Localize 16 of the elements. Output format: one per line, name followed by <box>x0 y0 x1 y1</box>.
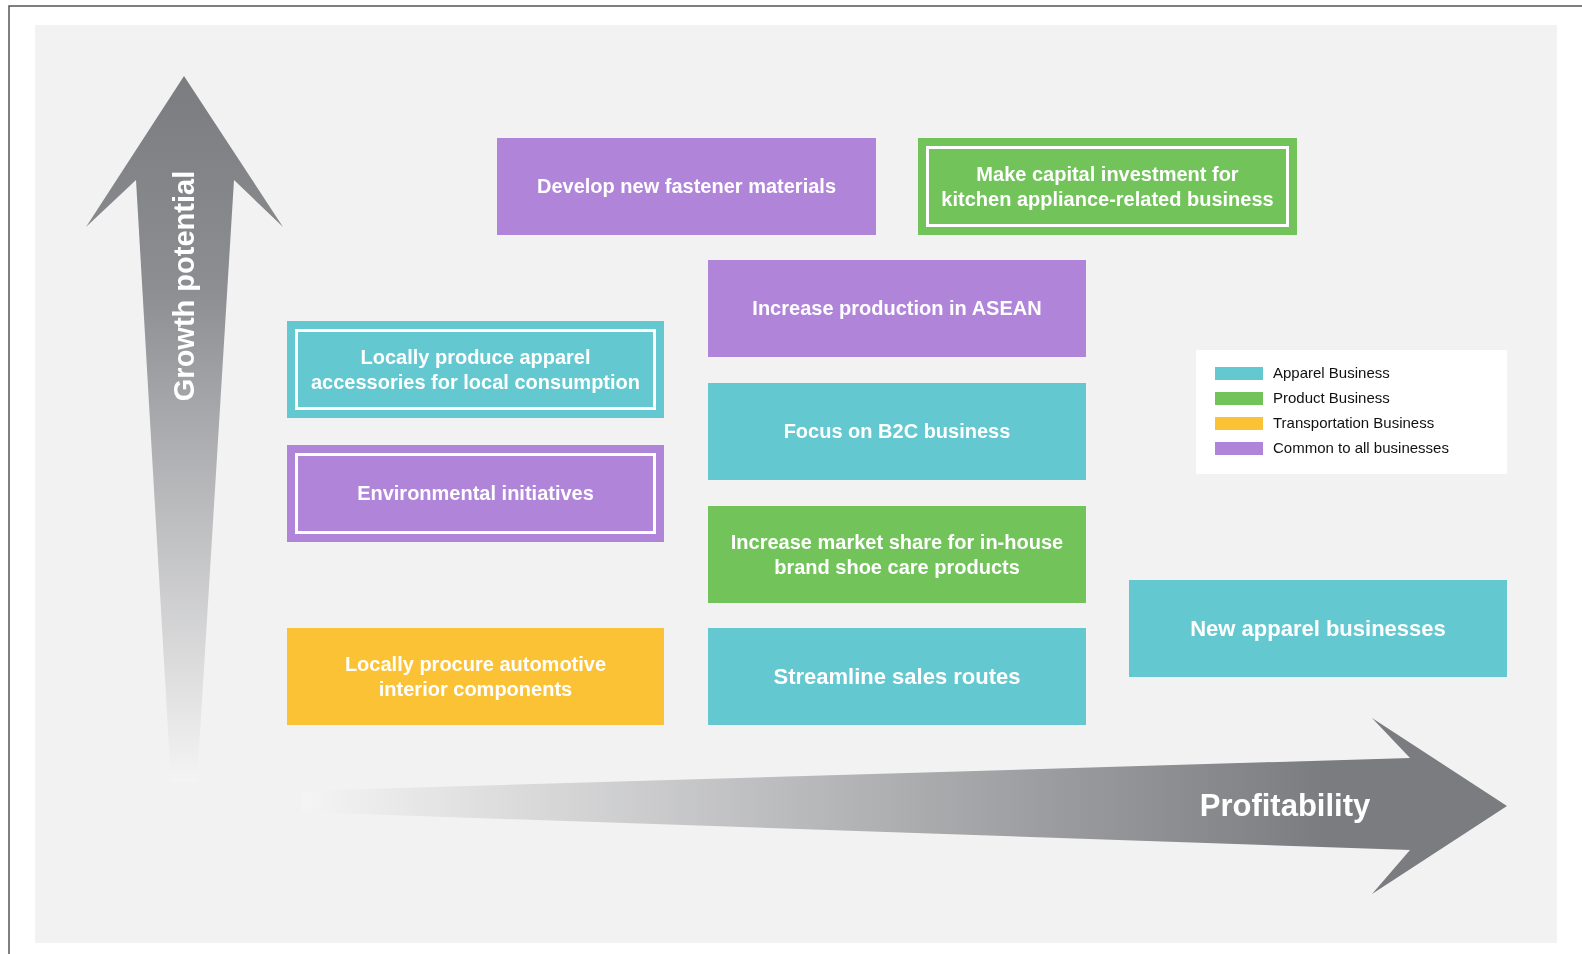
initiative-box: Make capital investment for kitchen appliance-related business <box>918 138 1297 235</box>
axis-label: Growth potential <box>167 170 201 402</box>
legend-text: Product Business <box>1273 389 1390 406</box>
initiative-box: Focus on B2C business <box>708 383 1086 480</box>
initiative-box: Increase market share for in-house brand shoe care products <box>708 506 1086 603</box>
initiative-box: Streamline sales routes <box>708 628 1086 725</box>
initiative-box: Locally procure automotive interior components <box>287 628 664 725</box>
legend-text: Common to all businesses <box>1273 439 1449 456</box>
axis-label: Profitability <box>1199 788 1371 824</box>
initiative-box: Increase production in ASEAN <box>708 260 1086 357</box>
legend-text: Apparel Business <box>1273 364 1390 381</box>
initiative-box: Environmental initiatives <box>287 445 664 542</box>
initiative-box: Locally produce apparel accessories for local consumption <box>287 321 664 418</box>
initiative-box: Develop new fastener materials <box>497 138 876 235</box>
initiative-box: New apparel businesses <box>1129 580 1507 677</box>
legend-text: Transportation Business <box>1273 414 1435 431</box>
